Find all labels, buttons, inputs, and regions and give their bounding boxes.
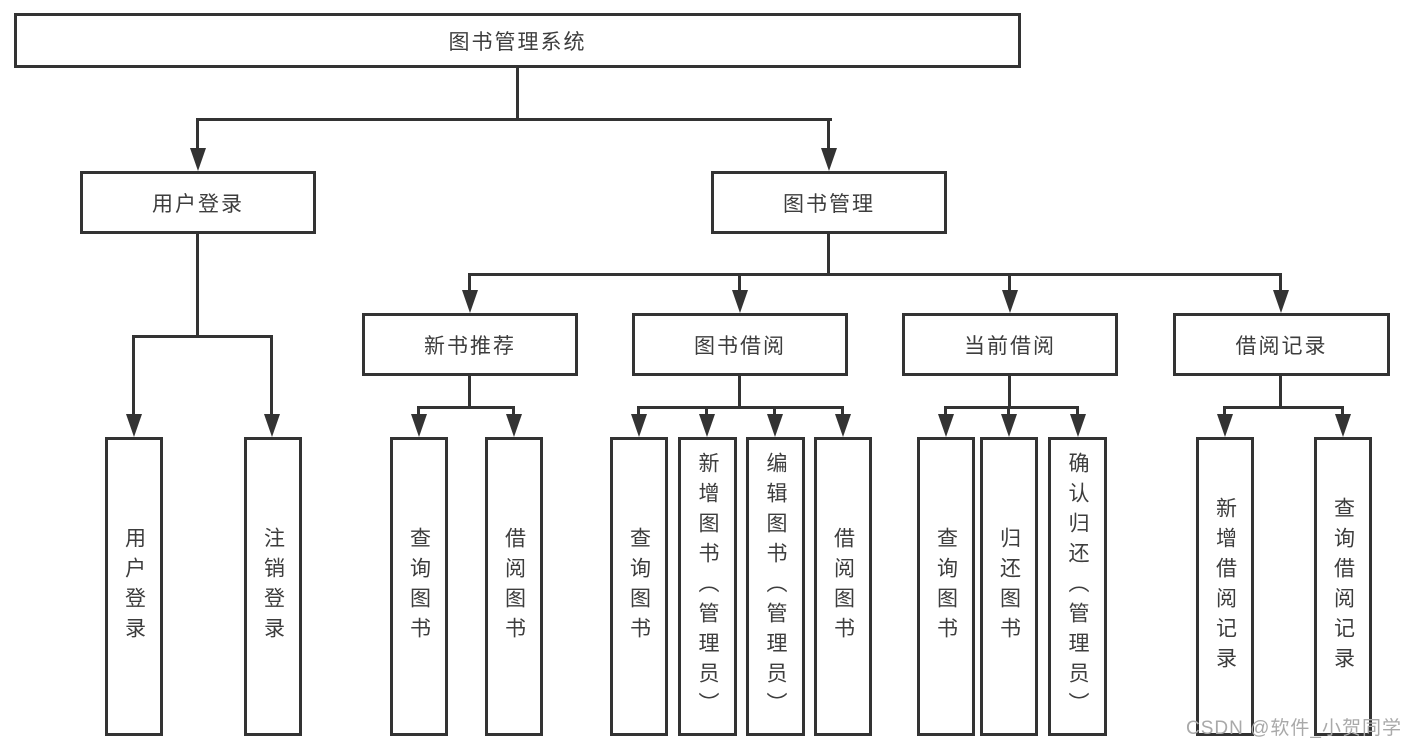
leaf-query-borrow-record: 查询借阅记录 <box>1314 437 1372 736</box>
connector-line <box>944 406 947 418</box>
leaf-borrow-book: 借阅图书 <box>814 437 872 736</box>
connector-line <box>637 406 844 409</box>
node-root: 图书管理系统 <box>14 13 1021 68</box>
connector-line <box>512 406 515 418</box>
connector-line <box>132 335 135 416</box>
connector-line <box>417 406 515 409</box>
arrowhead-icon <box>1335 414 1351 437</box>
connector-line <box>468 376 471 409</box>
connector-line <box>841 406 844 418</box>
arrowhead-icon <box>1217 414 1233 437</box>
connector-line <box>773 406 776 418</box>
connector-line <box>196 234 199 338</box>
node-new-book-recommend: 新书推荐 <box>362 313 578 376</box>
arrowhead-icon <box>462 290 478 313</box>
leaf-add-book-admin: 新增图书（管理员） <box>678 437 737 736</box>
arrowhead-icon <box>1002 290 1018 313</box>
connector-line <box>1279 376 1282 409</box>
arrowhead-icon <box>821 148 837 171</box>
arrowhead-icon <box>190 148 206 171</box>
leaf-edit-book-admin: 编辑图书（管理员） <box>746 437 805 736</box>
leaf-return-book: 归还图书 <box>980 437 1038 736</box>
connector-line <box>827 234 830 276</box>
connector-line <box>270 335 273 416</box>
leaf-query-book-borrow: 查询图书 <box>610 437 668 736</box>
arrowhead-icon <box>264 414 280 437</box>
arrowhead-icon <box>506 414 522 437</box>
leaf-query-book-recommend: 查询图书 <box>390 437 448 736</box>
arrowhead-icon <box>767 414 783 437</box>
connector-line <box>1076 406 1079 418</box>
connector-line <box>417 406 420 418</box>
connector-line <box>1008 273 1011 293</box>
leaf-logout: 注销登录 <box>244 437 302 736</box>
leaf-user-login: 用户登录 <box>105 437 163 736</box>
arrowhead-icon <box>631 414 647 437</box>
leaf-borrow-book-recommend: 借阅图书 <box>485 437 543 736</box>
leaf-confirm-return-admin: 确认归还（管理员） <box>1048 437 1107 736</box>
arrowhead-icon <box>411 414 427 437</box>
connector-line <box>132 335 273 338</box>
arrowhead-icon <box>126 414 142 437</box>
node-current-borrow: 当前借阅 <box>902 313 1118 376</box>
leaf-query-book-current: 查询图书 <box>917 437 975 736</box>
leaf-add-borrow-record: 新增借阅记录 <box>1196 437 1254 736</box>
arrowhead-icon <box>732 290 748 313</box>
connector-line <box>1008 376 1011 409</box>
connector-line <box>944 406 1079 409</box>
arrowhead-icon <box>1001 414 1017 437</box>
watermark: CSDN @软件_小贺同学 <box>1186 718 1402 739</box>
connector-line <box>1007 406 1010 418</box>
connector-line <box>705 406 708 418</box>
connector-line <box>1341 406 1344 418</box>
arrowhead-icon <box>1070 414 1086 437</box>
connector-line <box>1279 273 1282 293</box>
connector-line <box>468 273 471 293</box>
connector-line <box>637 406 640 418</box>
connector-line <box>827 118 830 151</box>
arrowhead-icon <box>699 414 715 437</box>
node-book-borrow: 图书借阅 <box>632 313 848 376</box>
connector-line <box>738 376 741 409</box>
node-borrow-records: 借阅记录 <box>1173 313 1390 376</box>
connector-line <box>1223 406 1344 409</box>
connector-line <box>468 273 1282 276</box>
arrowhead-icon <box>835 414 851 437</box>
arrowhead-icon <box>938 414 954 437</box>
node-book-management: 图书管理 <box>711 171 947 234</box>
connector-line <box>516 68 519 120</box>
arrowhead-icon <box>1273 290 1289 313</box>
connector-line <box>738 273 741 293</box>
connector-line <box>196 118 832 121</box>
connector-line <box>1223 406 1226 418</box>
node-user-login: 用户登录 <box>80 171 316 234</box>
connector-line <box>196 118 199 151</box>
